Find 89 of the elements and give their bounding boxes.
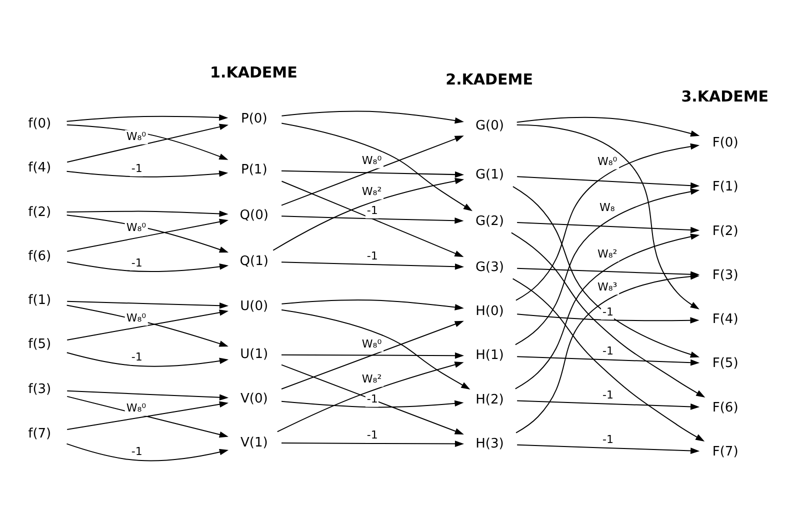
node-text: H(3) — [476, 436, 504, 452]
arrow — [66, 304, 228, 347]
edge-label: -1 — [131, 162, 142, 176]
arrow — [516, 444, 700, 454]
node-text: F(5) — [712, 356, 738, 372]
node-text: F(3) — [712, 268, 738, 283]
node-text: f(7) — [28, 426, 52, 442]
node-text: f(6) — [28, 248, 52, 264]
node-text: V(1) — [240, 435, 268, 450]
arrow — [66, 300, 229, 309]
arrow — [66, 396, 228, 438]
edge-label: -1 — [131, 256, 142, 270]
node-text: f(0) — [28, 116, 52, 132]
node-text: G(1) — [475, 168, 504, 183]
arrow — [516, 176, 700, 189]
node-text: H(0) — [476, 304, 504, 320]
arrow — [281, 320, 464, 390]
edge-label: -1 — [602, 388, 614, 402]
arrow — [281, 352, 464, 359]
arrow — [281, 122, 472, 212]
node-text: U(0) — [240, 299, 268, 314]
arrow — [281, 262, 464, 270]
node-text: f(2) — [28, 204, 52, 220]
arrow — [281, 400, 464, 408]
arrow — [66, 210, 228, 217]
edge-label: W₈² — [598, 247, 618, 260]
edge-label: W₈⁰ — [126, 402, 146, 415]
edge-label: W₈⁰ — [126, 130, 146, 143]
edge-label: W₈² — [362, 372, 382, 386]
edge-label: -1 — [366, 392, 378, 406]
node-text: V(0) — [240, 391, 268, 406]
node-text: G(2) — [475, 214, 504, 229]
node-text: P(0) — [241, 112, 268, 127]
arrow — [516, 116, 700, 137]
node-text: F(4) — [712, 312, 738, 328]
edge-label: -1 — [602, 432, 614, 446]
node-text: f(3) — [28, 382, 52, 398]
node-text: G(3) — [475, 260, 504, 275]
node-text: f(5) — [28, 337, 52, 352]
node-text: U(1) — [240, 347, 268, 362]
edge-label: W₈ — [600, 201, 615, 214]
node-text: H(1) — [476, 348, 504, 364]
edge-label: -1 — [602, 305, 614, 318]
node-text: H(2) — [476, 392, 504, 408]
node-text: P(1) — [241, 162, 268, 178]
arrow — [66, 352, 229, 367]
arrow — [66, 170, 228, 178]
edge-label: -1 — [366, 249, 378, 262]
node-text: F(7) — [712, 444, 738, 460]
arrow — [281, 110, 464, 124]
arrow — [516, 400, 700, 410]
label: 3.KADEME — [681, 88, 769, 106]
node-text: F(0) — [712, 136, 738, 151]
edge-label: W₈⁰ — [598, 155, 618, 168]
arrow — [281, 180, 464, 258]
arrow — [66, 390, 229, 401]
node-text: Q(1) — [240, 254, 269, 269]
arrow — [272, 178, 464, 251]
arrow — [281, 170, 464, 178]
edge-label: -1 — [366, 428, 378, 442]
label: 2.KADEME — [446, 70, 533, 89]
arrow — [281, 300, 464, 310]
edge-label: -1 — [131, 350, 142, 364]
node-text: G(0) — [475, 118, 504, 134]
node-text: Q(0) — [240, 208, 269, 223]
arrow — [281, 440, 464, 447]
node-text: F(2) — [712, 224, 738, 239]
edge-label: W₈⁰ — [362, 338, 382, 351]
edge-label: -1 — [366, 204, 378, 218]
edge-label: W₈⁰ — [126, 221, 146, 234]
arrow — [516, 356, 700, 366]
arrow — [281, 216, 464, 224]
edge-label: W₈⁰ — [362, 154, 382, 168]
node-text: f(4) — [28, 160, 52, 176]
node-text: F(6) — [712, 400, 738, 416]
edge-label: -1 — [131, 444, 142, 458]
label: 1.KADEME — [210, 64, 298, 82]
arrow — [66, 114, 228, 122]
edge-label: W₈⁰ — [126, 311, 146, 324]
arrow — [281, 136, 464, 206]
edge-label: W₈³ — [598, 280, 618, 294]
arrow — [516, 314, 700, 324]
arrow — [66, 262, 229, 272]
arrow — [281, 309, 470, 390]
node-text: f(1) — [28, 293, 52, 308]
edge-label: -1 — [602, 344, 614, 358]
node-text: F(1) — [712, 180, 738, 195]
arrow — [516, 222, 700, 234]
edge-label: W₈² — [362, 185, 382, 198]
